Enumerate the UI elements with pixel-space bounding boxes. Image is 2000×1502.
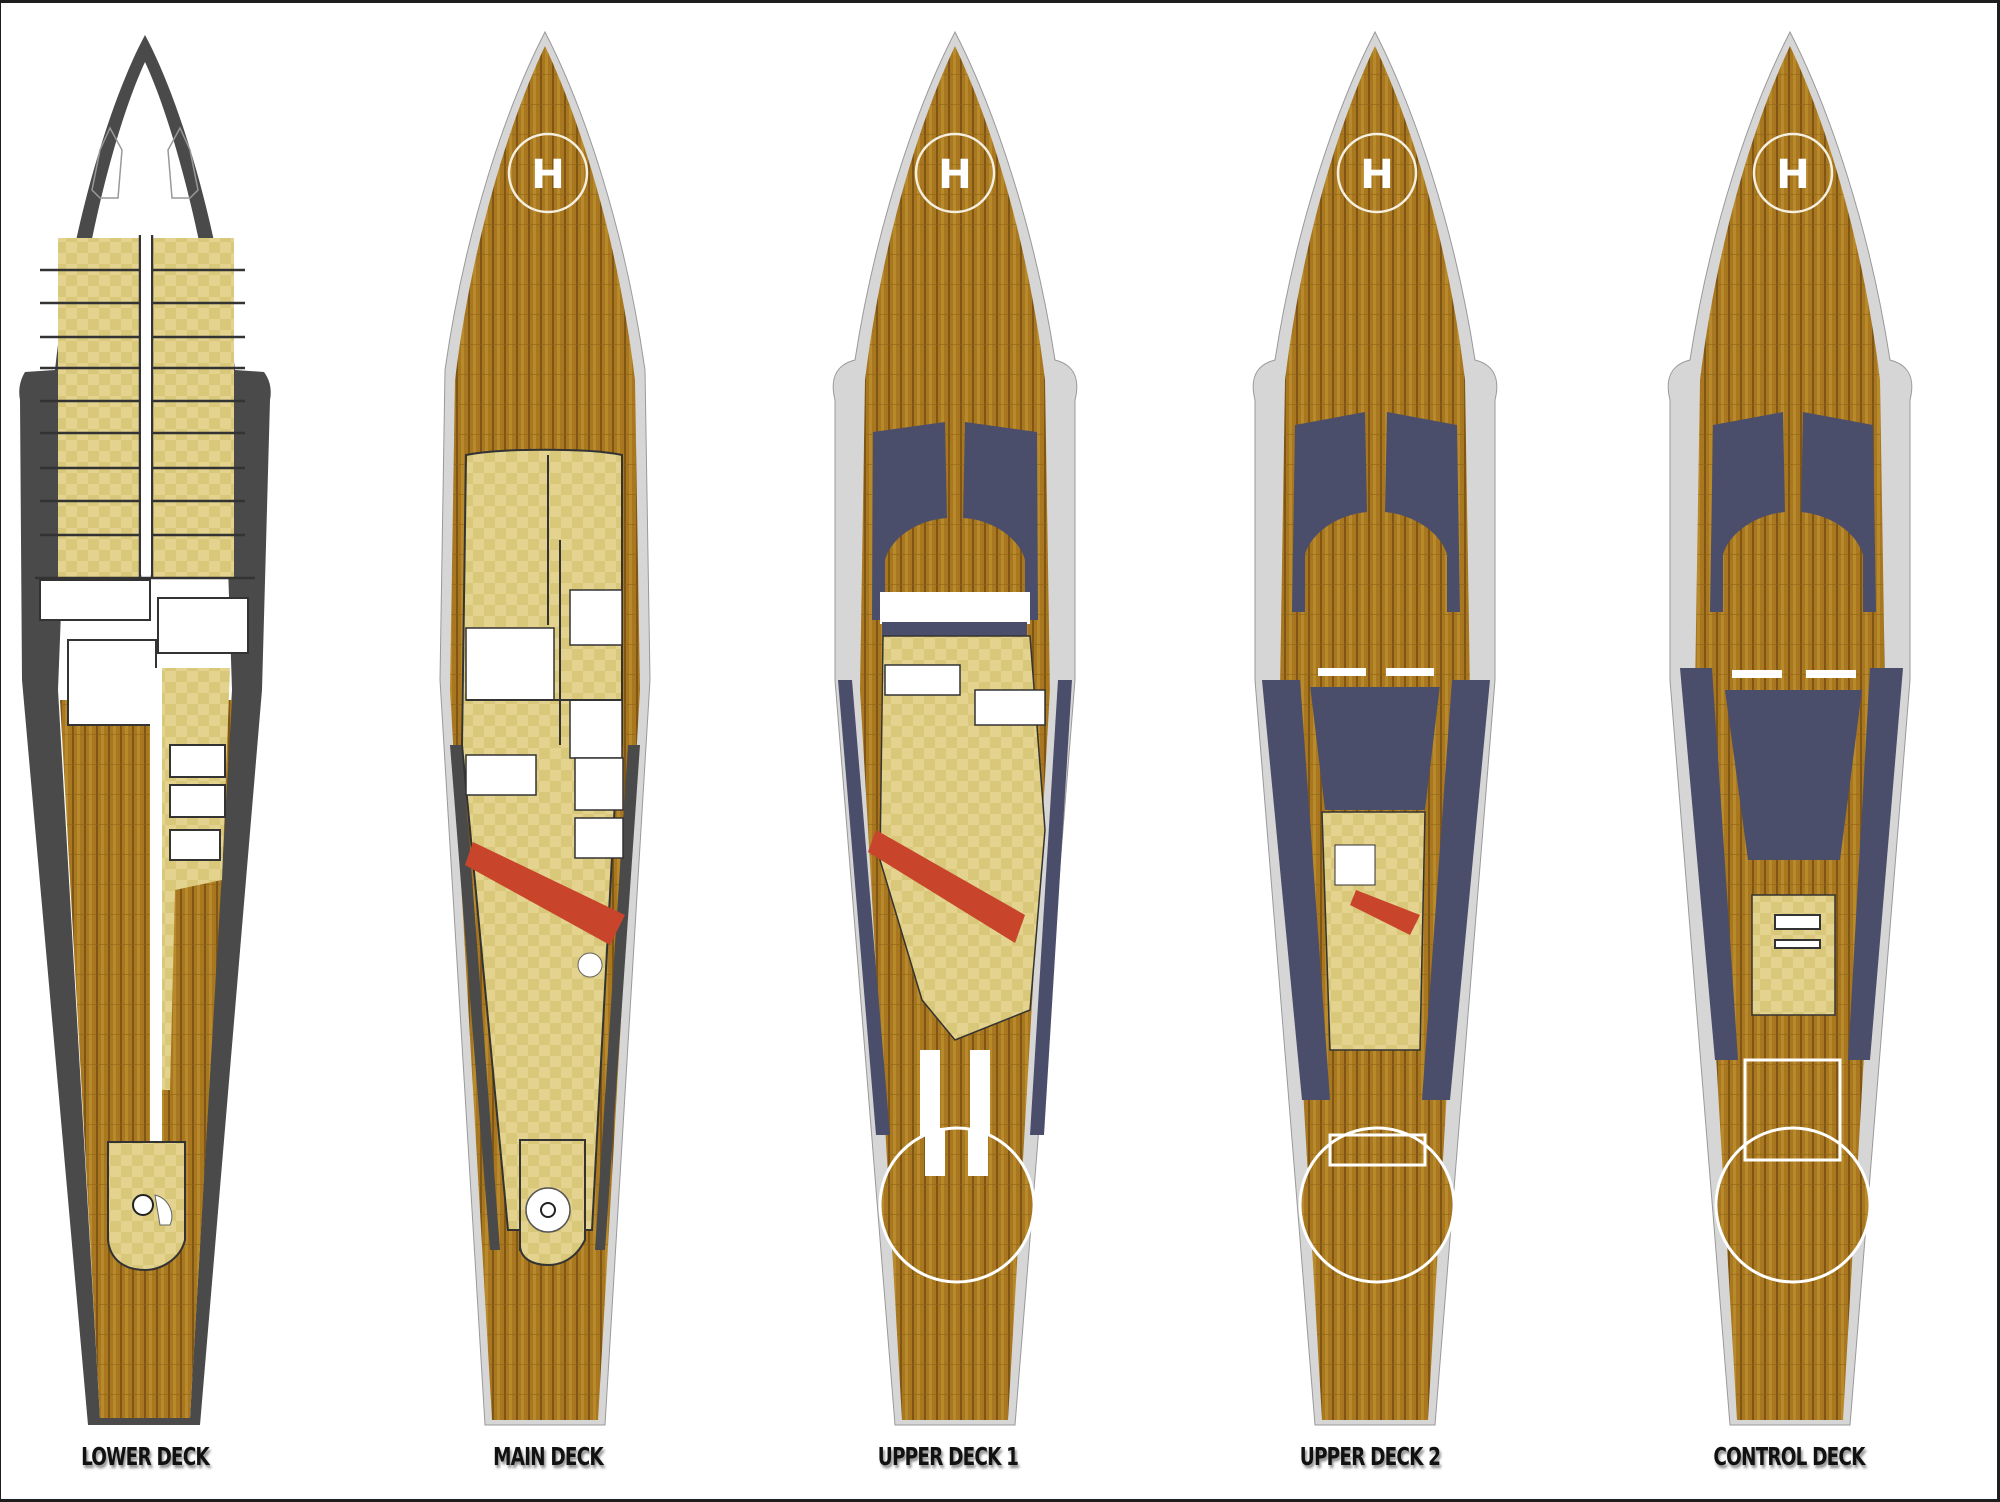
glass-roof-panel bbox=[1292, 412, 1367, 612]
deck-label-control: CONTROL DECK bbox=[1713, 1442, 1865, 1471]
deck-label-main: MAIN DECK bbox=[493, 1442, 604, 1471]
lower-deck-cabins bbox=[35, 235, 255, 580]
glass-roof-panel bbox=[1710, 412, 1785, 612]
red-accent-stripe bbox=[1350, 890, 1420, 935]
aft-circular-pad bbox=[1298, 1126, 1456, 1284]
main-deck-plan: H bbox=[439, 30, 651, 1426]
deck-label-lower: LOWER DECK bbox=[81, 1442, 210, 1471]
svg-text:H: H bbox=[531, 152, 564, 198]
glass-roof-panel bbox=[872, 422, 947, 620]
svg-text:H: H bbox=[938, 152, 971, 198]
glass-roof-panel bbox=[963, 422, 1038, 620]
deck-label-upper-1: UPPER DECK 1 bbox=[877, 1442, 1019, 1471]
glass-roof-panel bbox=[1385, 412, 1460, 612]
aft-circular-pad bbox=[878, 1126, 1036, 1284]
glass-roof-panel bbox=[1801, 412, 1876, 612]
upper-deck-2-plan: H bbox=[1252, 30, 1498, 1426]
red-accent-stripe bbox=[465, 842, 625, 945]
tender-boat-icon bbox=[91, 126, 199, 199]
control-deck-plan: H bbox=[1667, 30, 1913, 1426]
helipad-icon: H bbox=[914, 132, 996, 214]
upper-deck-1-plan: H bbox=[832, 30, 1078, 1426]
svg-text:H: H bbox=[1360, 152, 1393, 198]
helipad-icon: H bbox=[1336, 132, 1418, 214]
red-accent-stripe bbox=[868, 830, 1025, 943]
aft-circular-pad bbox=[1714, 1126, 1872, 1284]
control-room-interior bbox=[1751, 894, 1836, 1016]
svg-text:H: H bbox=[1776, 152, 1809, 198]
lower-deck-plan bbox=[19, 35, 271, 1425]
upper-deck-1-interior bbox=[879, 635, 1046, 1041]
helipad-icon: H bbox=[1752, 132, 1834, 214]
deck-label-upper-2: UPPER DECK 2 bbox=[1299, 1442, 1441, 1471]
helipad-icon: H bbox=[507, 132, 589, 214]
